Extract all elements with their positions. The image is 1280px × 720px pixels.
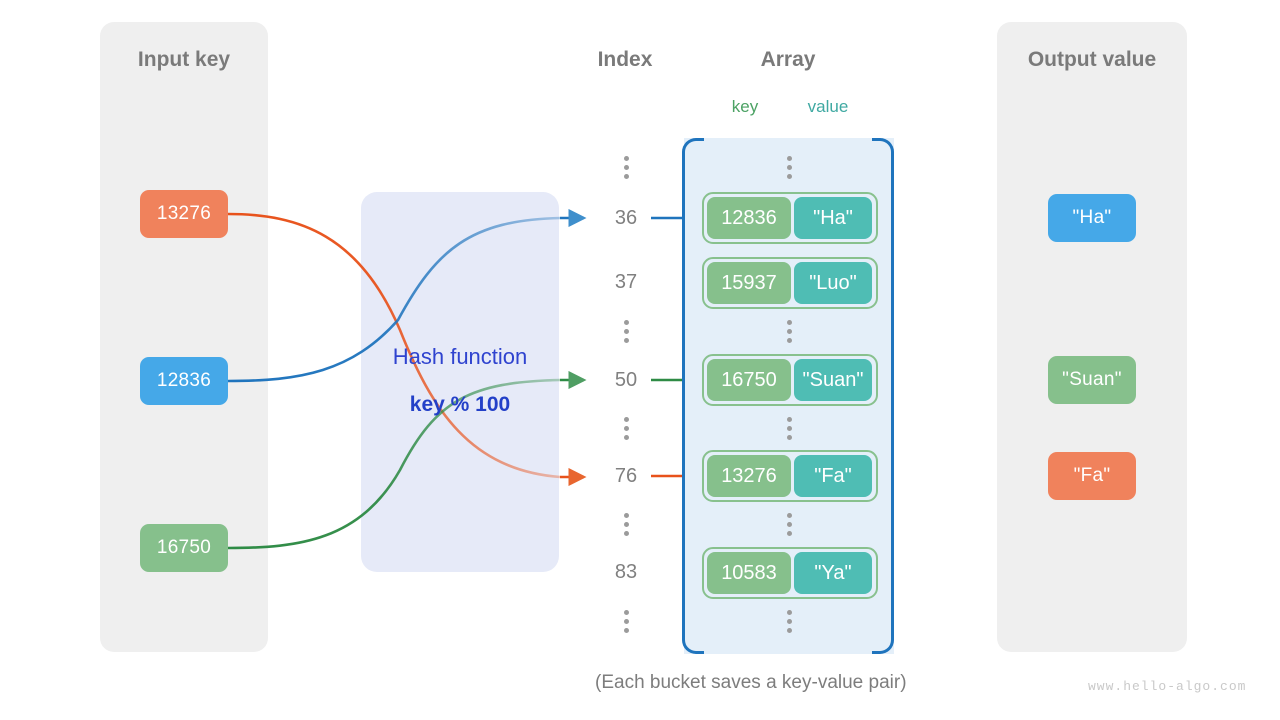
bucket-37: 15937 "Luo" (702, 257, 878, 309)
output-value-ha: "Ha" (1048, 194, 1136, 242)
input-key-13276-label: 13276 (156, 203, 212, 224)
bucket-50-value: "Suan" (794, 359, 872, 401)
hash-function-title: Hash function (392, 344, 528, 369)
curve-16750-to-50 (227, 378, 561, 550)
hash-function-formula: key % 100 (409, 393, 511, 416)
input-key-13276: 13276 (140, 190, 228, 238)
bucket-76-key: 13276 (707, 455, 791, 497)
array-bracket-right (872, 138, 894, 654)
bucket-36: 12836 "Ha" (702, 192, 878, 244)
index-83: 83 (614, 561, 638, 583)
index-ellipsis-4 (601, 513, 651, 540)
bucket-50: 16750 "Suan" (702, 354, 878, 406)
output-value-panel-title: Output value (1027, 48, 1157, 71)
curve-12836-to-36 (227, 216, 561, 383)
bucket-37-key: 15937 (707, 262, 791, 304)
diagram-caption: (Each bucket saves a key-value pair) (595, 672, 907, 693)
index-50: 50 (614, 369, 638, 391)
index-36: 36 (614, 207, 638, 229)
key-sub-heading: key (731, 97, 759, 116)
output-value-fa: "Fa" (1048, 452, 1136, 500)
bucket-36-key: 12836 (707, 197, 791, 239)
index-76: 76 (614, 465, 638, 487)
index-ellipsis-bottom (601, 610, 651, 637)
array-ellipsis-top (764, 156, 814, 183)
input-key-16750-label: 16750 (156, 537, 212, 558)
output-value-suan: "Suan" (1048, 356, 1136, 404)
output-value-ha-label: "Ha" (1072, 207, 1112, 228)
index-ellipsis-3 (601, 417, 651, 444)
array-ellipsis-2 (764, 320, 814, 347)
watermark: www.hello-algo.com (1088, 679, 1247, 694)
index-ellipsis-2 (601, 320, 651, 347)
array-ellipsis-4 (764, 513, 814, 540)
index-37: 37 (614, 271, 638, 293)
array-column-heading: Array (760, 48, 816, 71)
bucket-76-value: "Fa" (794, 455, 872, 497)
value-sub-heading: value (807, 97, 849, 116)
bucket-37-value: "Luo" (794, 262, 872, 304)
bucket-36-value: "Ha" (794, 197, 872, 239)
input-key-16750: 16750 (140, 524, 228, 572)
input-key-panel-title: Input key (137, 48, 231, 71)
input-key-12836: 12836 (140, 357, 228, 405)
bucket-83-key: 10583 (707, 552, 791, 594)
array-bracket-left (682, 138, 704, 654)
bucket-83: 10583 "Ya" (702, 547, 878, 599)
index-column-heading: Index (597, 48, 653, 71)
array-ellipsis-bottom (764, 610, 814, 637)
bucket-76: 13276 "Fa" (702, 450, 878, 502)
output-value-fa-label: "Fa" (1073, 465, 1111, 486)
bucket-83-value: "Ya" (794, 552, 872, 594)
output-value-suan-label: "Suan" (1062, 369, 1122, 390)
bucket-50-key: 16750 (707, 359, 791, 401)
index-ellipsis-top (601, 156, 651, 183)
input-key-12836-label: 12836 (156, 370, 212, 391)
curve-13276-to-76 (227, 212, 561, 479)
output-value-panel (997, 22, 1187, 652)
array-ellipsis-3 (764, 417, 814, 444)
